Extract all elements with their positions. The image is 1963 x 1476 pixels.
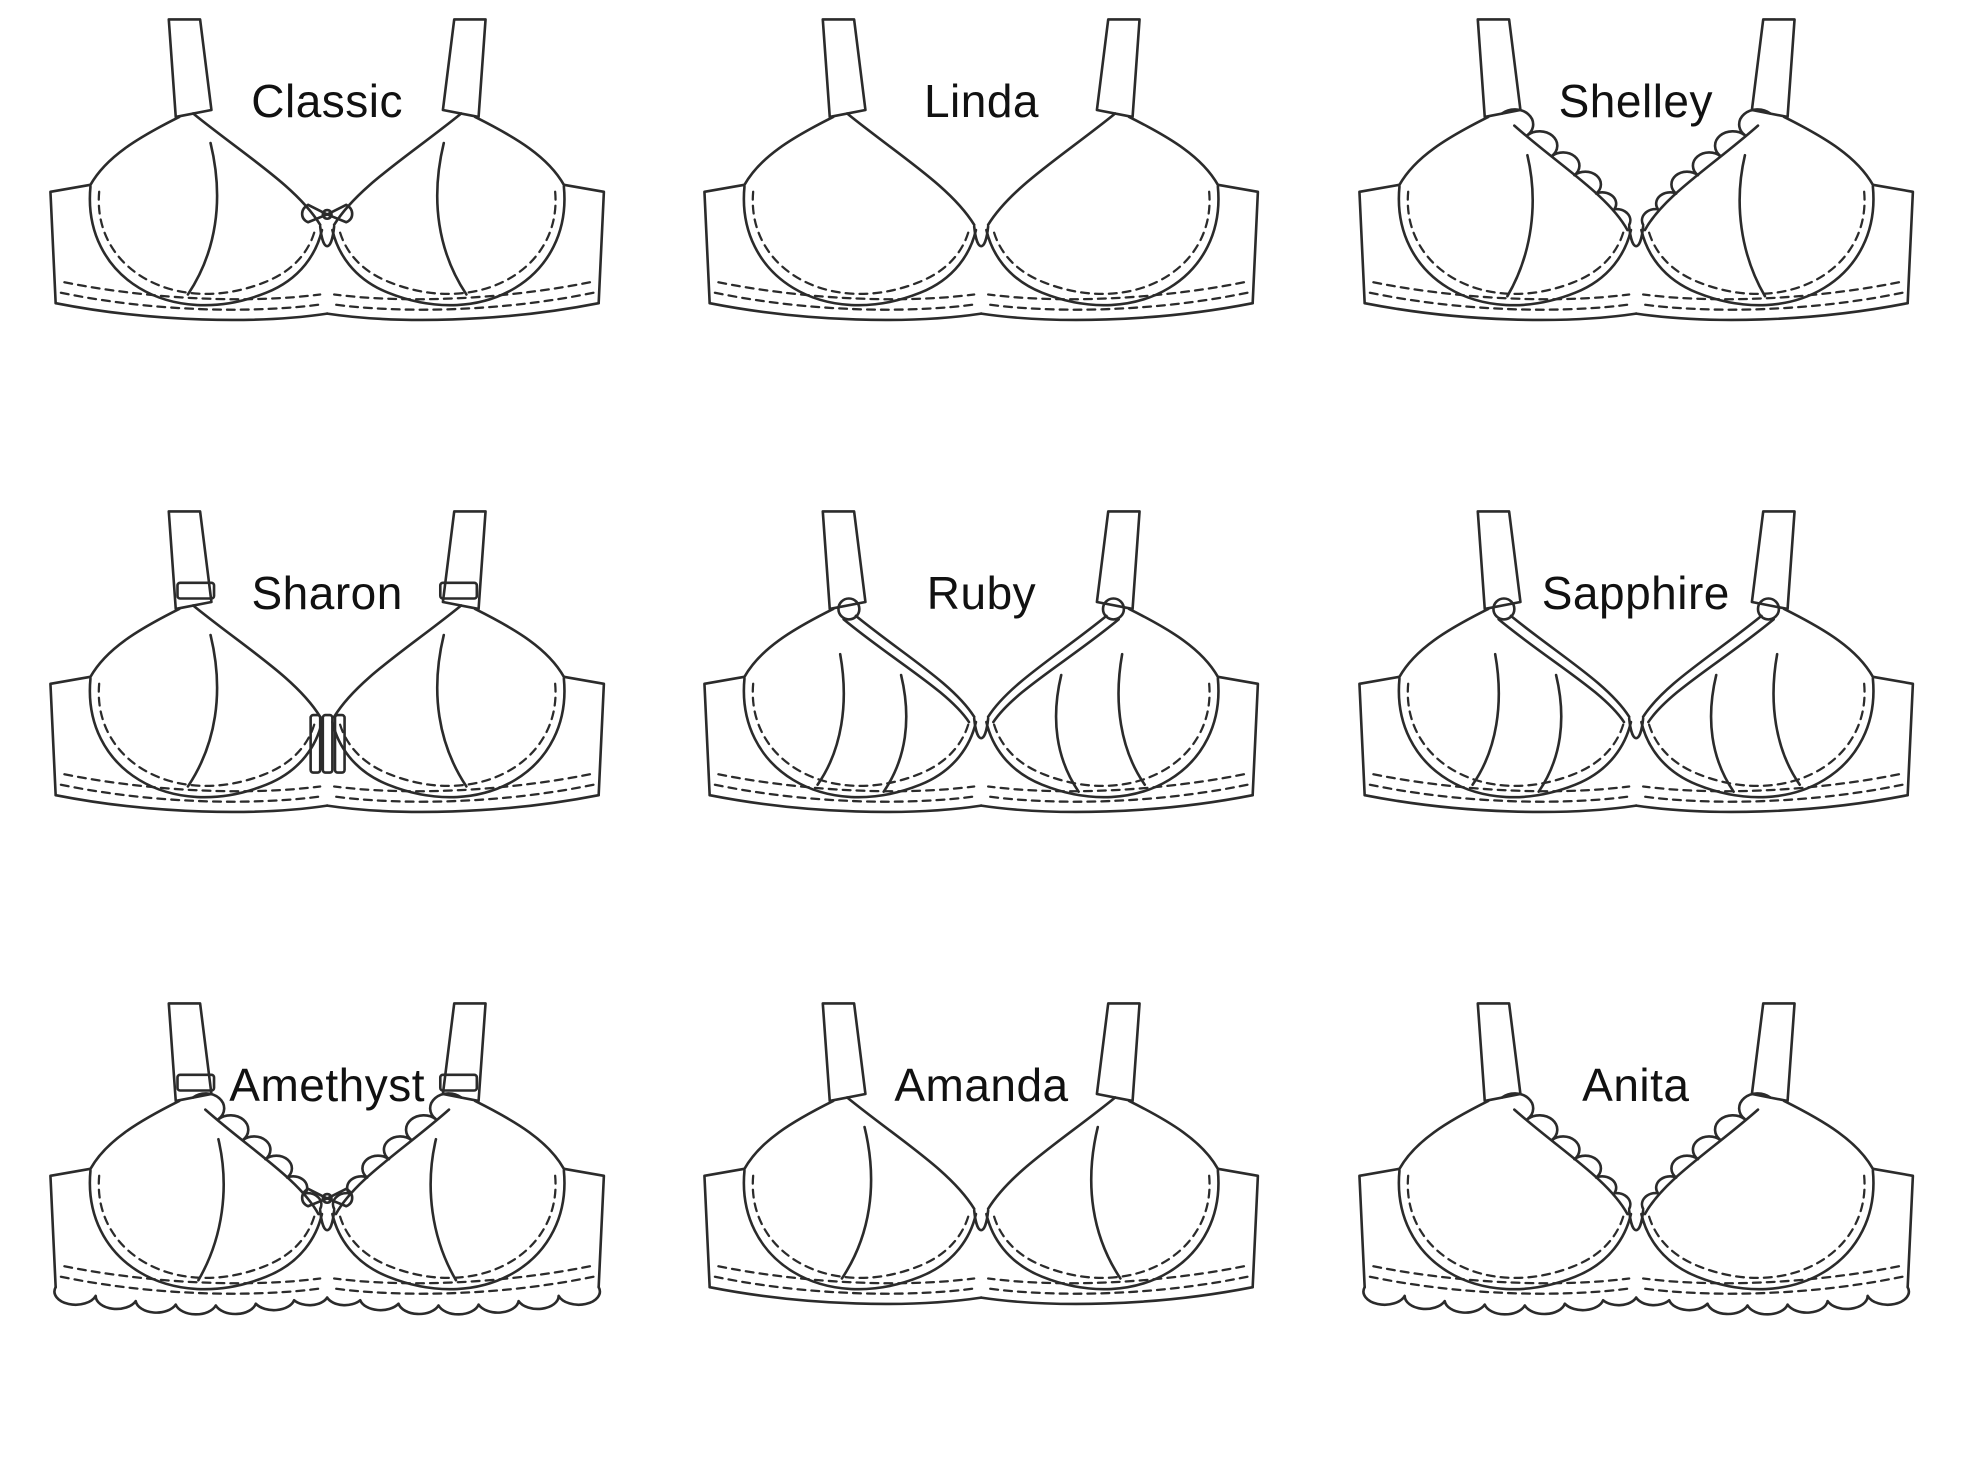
bra-drawing-linda — [694, 16, 1268, 476]
bra-style-ruby: Ruby — [694, 508, 1268, 968]
bra-drawing-sapphire — [1349, 508, 1923, 968]
bra-drawing-ruby — [694, 508, 1268, 968]
bra-style-sapphire: Sapphire — [1349, 508, 1923, 968]
bra-style-amethyst: Amethyst — [40, 1000, 614, 1460]
bra-drawing-amanda — [694, 1000, 1268, 1460]
bra-style-sharon: Sharon — [40, 508, 614, 968]
bra-drawing-shelley — [1349, 16, 1923, 476]
bra-drawing-sharon — [40, 508, 614, 968]
bra-style-shelley: Shelley — [1349, 16, 1923, 476]
bra-style-anita: Anita — [1349, 1000, 1923, 1460]
bra-style-classic: Classic — [40, 16, 614, 476]
bra-drawing-amethyst — [40, 1000, 614, 1460]
bra-drawing-anita — [1349, 1000, 1923, 1460]
bra-style-linda: Linda — [694, 16, 1268, 476]
bra-drawing-classic — [40, 16, 614, 476]
bra-style-amanda: Amanda — [694, 1000, 1268, 1460]
